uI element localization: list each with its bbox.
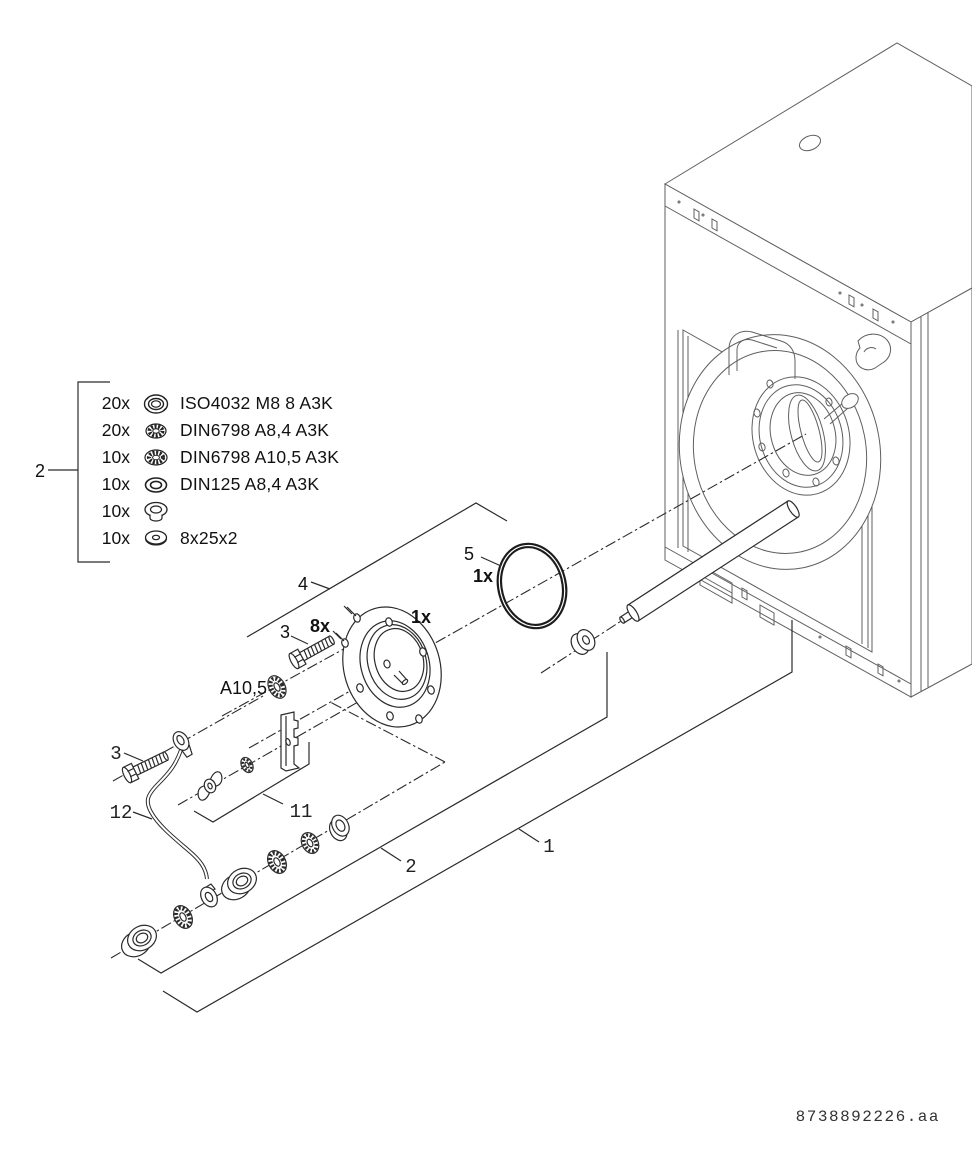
ring-terminal-top: [172, 731, 193, 759]
hex-bolt-top: [288, 635, 335, 670]
serrated-washer-3: [300, 831, 320, 855]
serrated-washer-icon: [141, 422, 171, 440]
side-hook: [855, 333, 892, 371]
document-code: 8738892226.aa: [796, 1108, 940, 1126]
top-rail-slots: [677, 200, 895, 324]
parts-list: 20x ISO4032 M8 8 A3K 20x DIN67: [92, 390, 339, 552]
ground-cable: [145, 731, 218, 908]
flat-washer-icon: [141, 476, 171, 494]
part-qty: 10x: [101, 528, 130, 548]
callout-bolt-bottom: 3: [110, 743, 121, 765]
parts-list-label: 2: [35, 461, 45, 481]
serrated-washer-2: [267, 850, 287, 874]
callout-brackets: [48, 381, 793, 1013]
furnace-opening: [769, 392, 837, 476]
parts-list-row: 10x: [92, 498, 339, 525]
hex-nut-2: [221, 867, 257, 901]
part-spec: ISO4032 M8 8 A3K: [180, 393, 334, 413]
part-spec: DIN125 A8,4 A3K: [180, 474, 320, 494]
callout-boiler-group: 1: [543, 836, 554, 858]
ring-terminal-bottom: [200, 883, 218, 908]
boiler-side-panel: [910, 287, 972, 698]
callout-flange-qty: 1x: [411, 607, 431, 627]
serrated-washer-a105: [267, 675, 287, 699]
immersion-rod: [619, 500, 800, 624]
hex-bolt-bottom: [121, 751, 169, 784]
sealing-washer-icon: [141, 529, 171, 549]
part-qty: 10x: [101, 474, 130, 494]
serrated-washer-1: [173, 905, 193, 929]
flat-washer-1: [328, 814, 350, 842]
bracket-group-11: [193, 742, 310, 823]
retaining-bracket-part: [280, 711, 301, 772]
serrated-washer-icon: [141, 448, 171, 467]
callout-fastener-group: 2: [405, 856, 416, 878]
door-handle: [823, 393, 859, 425]
part-qty: 10x: [101, 501, 130, 521]
callout-o-ring-qty: 1x: [473, 566, 493, 586]
boiler-body: [664, 42, 972, 698]
bracket-group-2: [137, 652, 608, 974]
burner-flange: [332, 605, 442, 728]
cap-plug-icon: [141, 501, 171, 523]
lock-nut-icon: [141, 393, 171, 415]
parts-list-row: 20x DIN6798 A8,4 A3K: [92, 417, 339, 444]
callout-ground-cable: 12: [110, 802, 133, 824]
part-qty: 10x: [101, 447, 130, 467]
callout-o-ring: 5: [464, 544, 474, 564]
flange-holes: [341, 613, 435, 724]
callout-bolt-top-qty: 8x: [310, 616, 330, 636]
callout-bracket: 11: [290, 801, 313, 823]
parts-list-bracket: [77, 381, 110, 563]
callout-bolt-top: 3: [280, 622, 290, 642]
part-spec: 8x25x2: [180, 528, 238, 548]
callout-flange-group: 4: [298, 574, 308, 594]
parts-list-row: 10x DIN125 A8,4 A3K: [92, 471, 339, 498]
parts-list-row: 10x DIN6798 A10,5 A3K: [92, 444, 339, 471]
rod-washer: [570, 629, 596, 655]
o-ring: [496, 542, 568, 630]
part-qty: 20x: [101, 393, 130, 413]
bracket-group-1: [162, 620, 793, 1013]
callout-washer-size: A10,5: [220, 678, 267, 698]
small-washer: [240, 756, 254, 774]
bracket-group-4: [246, 502, 508, 638]
hex-nut-1: [121, 924, 157, 958]
wing-nut: [197, 771, 223, 801]
parts-list-row: 20x ISO4032 M8 8 A3K: [92, 390, 339, 417]
top-lug: [728, 330, 796, 379]
top-panel-hole: [798, 134, 822, 152]
part-qty: 20x: [101, 420, 130, 440]
part-spec: DIN6798 A10,5 A3K: [180, 447, 340, 467]
part-spec: DIN6798 A8,4 A3K: [180, 420, 330, 440]
parts-list-row: 10x 8x25x2: [92, 525, 339, 552]
